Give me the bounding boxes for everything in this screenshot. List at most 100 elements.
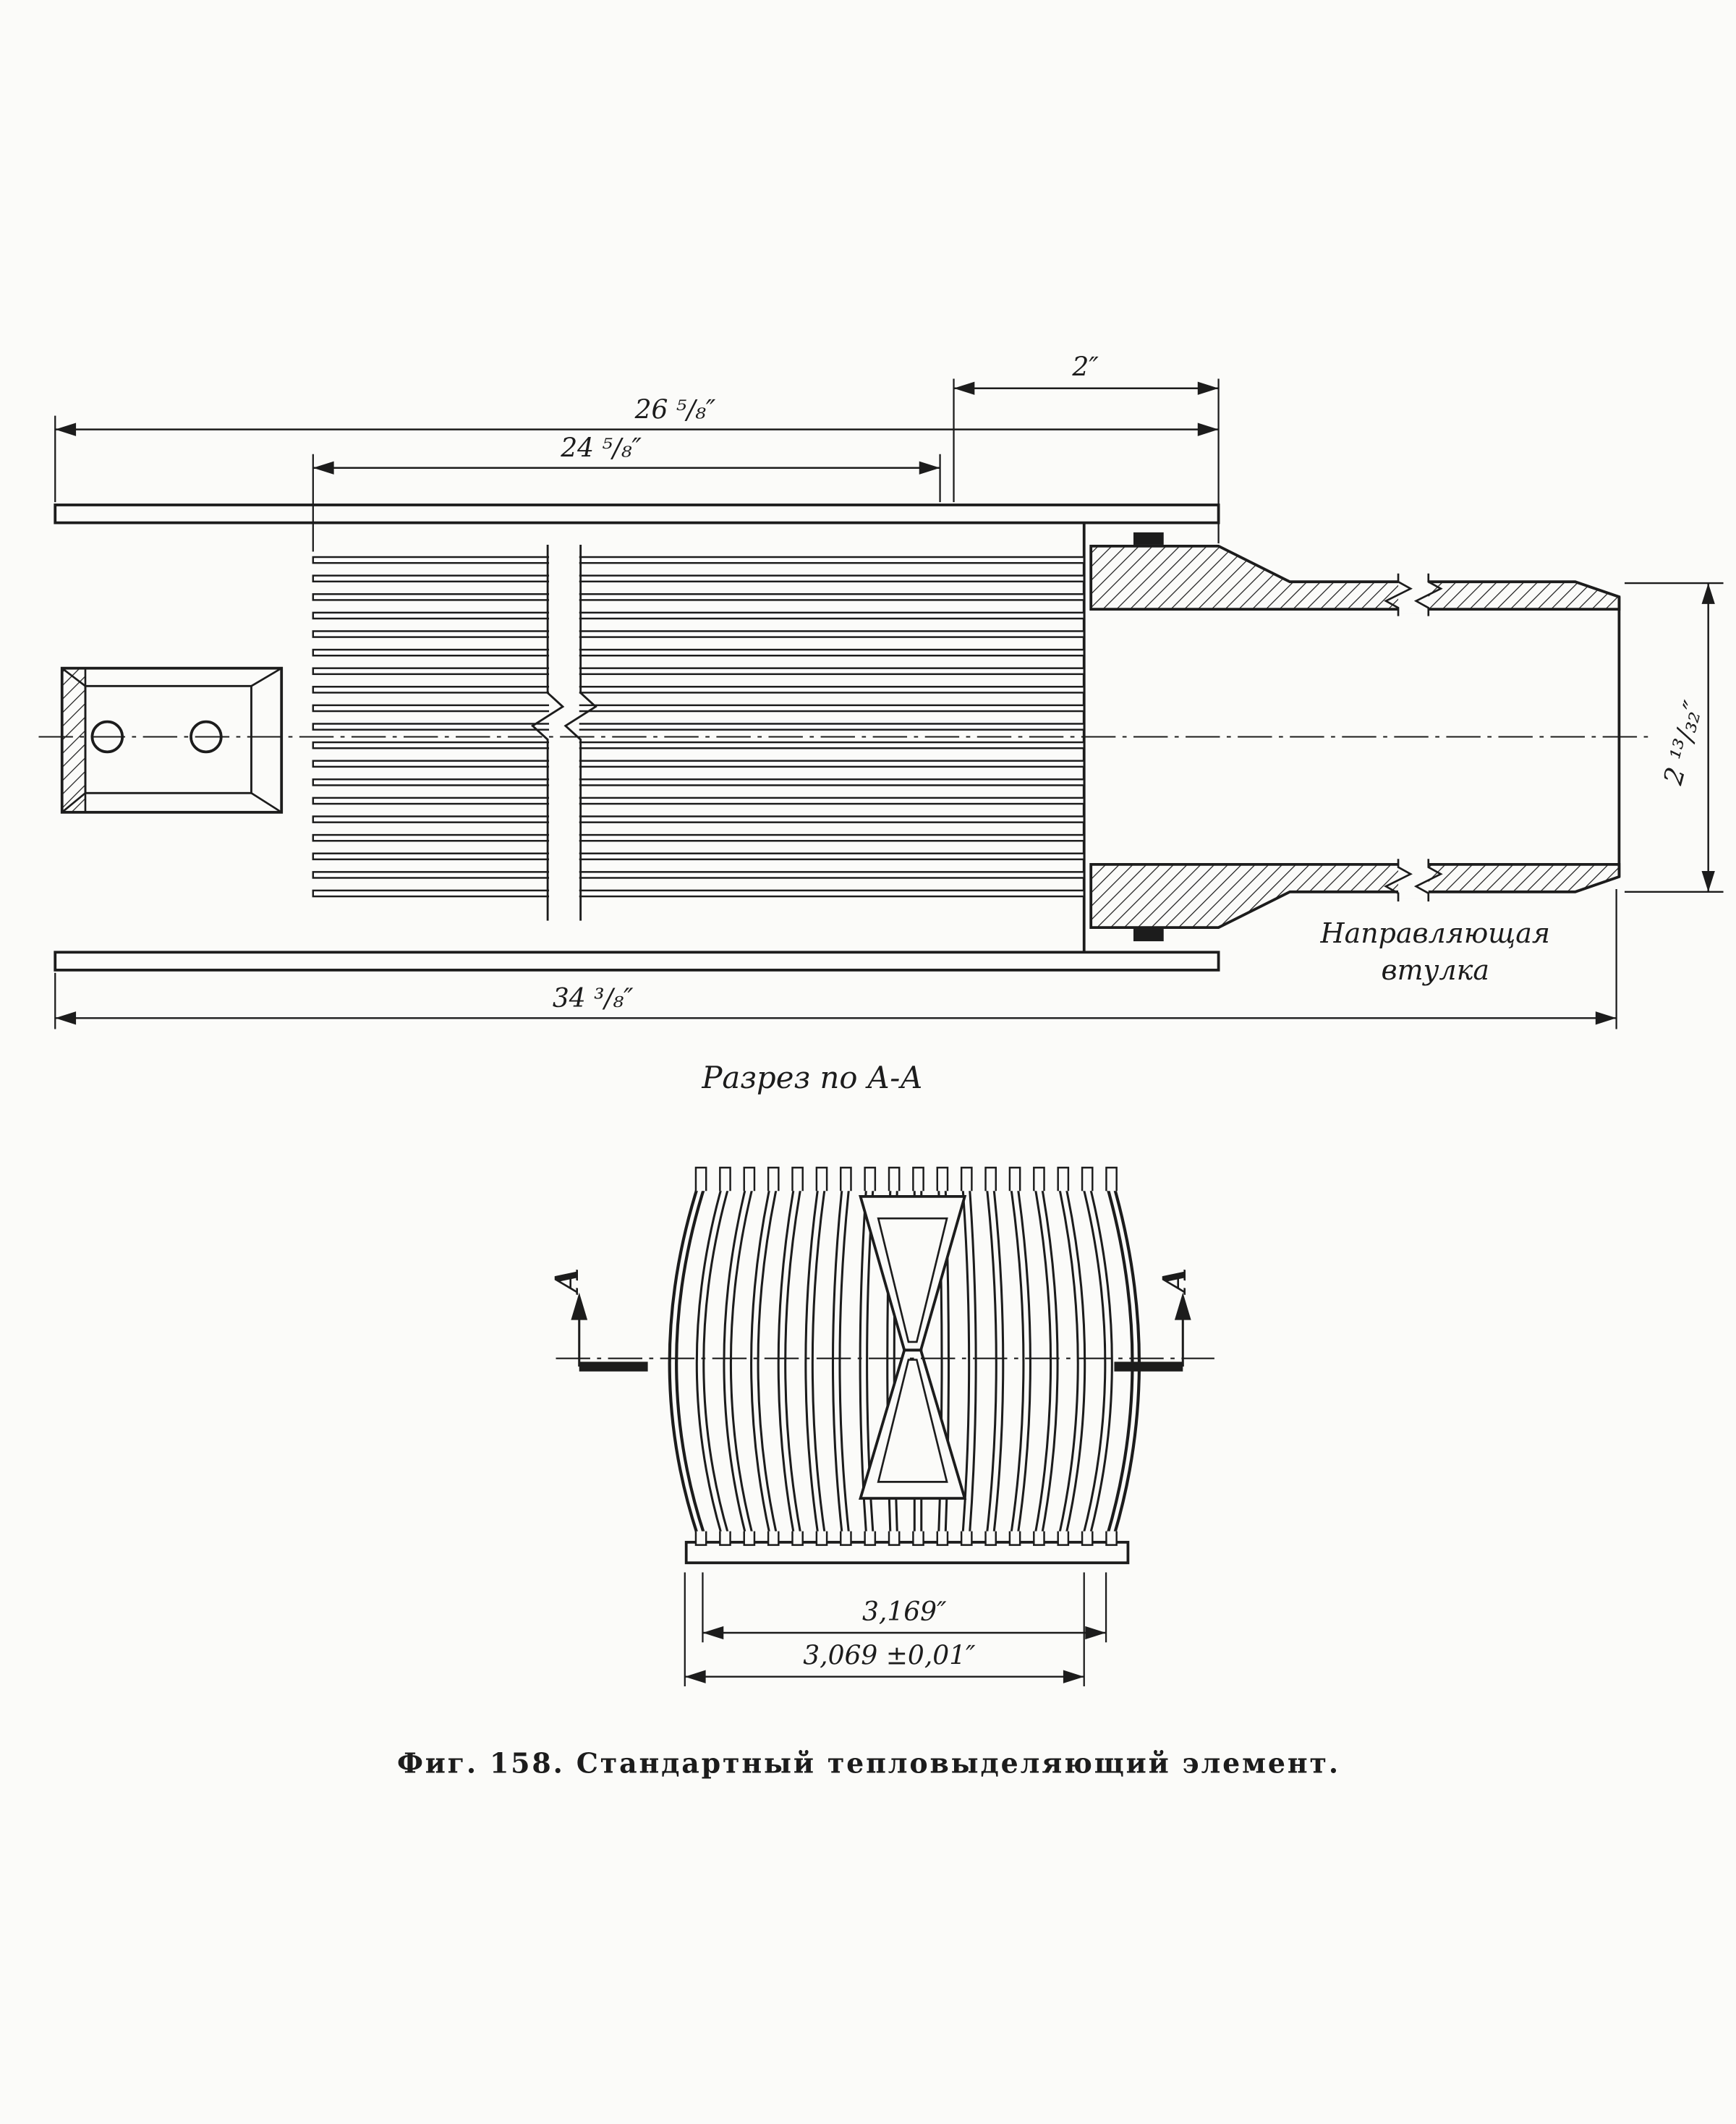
base-plate — [684, 1540, 1130, 1565]
curved-fin — [723, 1188, 747, 1534]
bushing-upper — [1089, 544, 1621, 611]
figure-caption: Фиг. 158. Стандартный тепловыделяющий эл… — [397, 1746, 1340, 1779]
fin-profile — [312, 648, 1085, 657]
fin-tooth-bottom — [694, 1531, 707, 1546]
curved-fin — [668, 1187, 699, 1535]
section-arrow-left — [571, 1292, 648, 1372]
fin-tooth-top — [1081, 1166, 1094, 1191]
dim-end-length-label: 2″ — [1071, 353, 1099, 383]
fin-profile — [312, 852, 1085, 861]
section-arrow-right — [1114, 1292, 1191, 1372]
end-fitting — [60, 666, 284, 814]
curved-fin — [1058, 1188, 1079, 1534]
fin-tooth-bottom — [960, 1531, 973, 1546]
curved-fin — [784, 1188, 802, 1534]
fin-tooth-top — [791, 1166, 804, 1191]
fin-tooth-top — [960, 1166, 973, 1191]
fin-profile — [312, 815, 1085, 823]
curved-fin — [831, 1188, 843, 1534]
fin-profile — [312, 611, 1085, 620]
fin-tooth-top — [936, 1166, 949, 1191]
fin-stack — [312, 556, 1085, 898]
fin-profile — [312, 556, 1085, 564]
fin-profile — [312, 760, 1085, 768]
bevel-line — [250, 792, 282, 813]
fin-tooth-bottom — [840, 1531, 852, 1546]
end-fitting-inner — [84, 684, 252, 794]
break-marks-bushing — [1384, 573, 1443, 902]
section-letter-right: А — [1157, 1267, 1194, 1296]
fin-tooth-bottom — [719, 1531, 731, 1546]
fin-profile — [312, 741, 1085, 749]
fin-profile — [312, 889, 1085, 898]
section-letter-left: А — [549, 1267, 586, 1296]
fin-tooth-top — [840, 1166, 852, 1191]
fin-profile — [312, 778, 1085, 786]
fin-tooth-bottom — [1008, 1531, 1021, 1546]
dimension-lines — [55, 381, 1715, 1025]
fin-profile — [312, 796, 1085, 805]
dimension-extension-lines — [54, 378, 1724, 1029]
dim-diameter-label: 2 ¹³/₃₂″ — [1659, 697, 1709, 789]
fin-tooth-bottom — [1057, 1531, 1070, 1546]
fin-tooth-top — [719, 1166, 731, 1191]
fin-tooth-top — [694, 1166, 707, 1191]
fin-tooth-bottom — [936, 1531, 949, 1546]
fin-profile — [312, 574, 1085, 583]
curved-fin — [1016, 1188, 1031, 1534]
break-marks-fins — [530, 544, 597, 921]
dim-total-length-label: 34 ³/₈″ — [553, 984, 634, 1014]
curved-fin — [985, 1188, 997, 1534]
guide-bushing-label-line1: Направляющая — [1320, 917, 1550, 949]
curved-fin-stack — [668, 1166, 1141, 1546]
curved-fin — [1082, 1188, 1107, 1534]
fin-tooth-bottom — [888, 1531, 901, 1546]
seal-ring — [1133, 532, 1164, 545]
center-support — [859, 1194, 967, 1500]
fin-tooth-top — [912, 1166, 924, 1191]
curved-fin — [969, 1188, 977, 1534]
bushing-lower — [1089, 862, 1621, 930]
fin-tooth-top — [864, 1166, 877, 1191]
curved-fin — [750, 1188, 771, 1534]
curved-fin — [777, 1188, 795, 1534]
curved-fin — [702, 1188, 730, 1534]
fin-tooth-bottom — [791, 1531, 804, 1546]
bevel-line — [250, 667, 282, 687]
curved-fin — [838, 1188, 851, 1534]
curved-fin — [1010, 1188, 1025, 1534]
fin-profile — [312, 704, 1085, 713]
fin-tooth-top — [1057, 1166, 1070, 1191]
bottom-plate — [54, 951, 1220, 972]
curved-fin — [811, 1188, 826, 1534]
curved-fin — [1041, 1188, 1059, 1534]
fin-profile — [312, 667, 1085, 676]
fin-profile — [312, 593, 1085, 601]
fin-profile — [312, 686, 1085, 694]
curved-fin — [961, 1188, 971, 1534]
curved-fin — [1112, 1187, 1141, 1535]
fin-tooth-top — [984, 1166, 997, 1191]
fin-tooth-bottom — [912, 1531, 924, 1546]
curved-fin — [757, 1188, 778, 1534]
curved-fin — [1065, 1188, 1086, 1534]
fin-profile — [312, 723, 1085, 731]
fin-tooth-bottom — [864, 1531, 877, 1546]
curved-fin — [729, 1188, 754, 1534]
bevel-line — [61, 792, 86, 813]
dim-width-inner-label: 3,069 ±0,01″ — [803, 1641, 976, 1671]
fin-tooth-bottom — [1033, 1531, 1045, 1546]
section-title: Разрез по А-А — [701, 1060, 923, 1095]
fin-tooth-top — [888, 1166, 901, 1191]
fin-tooth-bottom — [743, 1531, 756, 1546]
seal-ring — [1133, 929, 1164, 942]
fin-profile — [312, 833, 1085, 842]
bevel-line — [61, 667, 86, 687]
fin-tooth-top — [1008, 1166, 1021, 1191]
end-fitting-hatch — [61, 667, 87, 814]
fin-tooth-bottom — [815, 1531, 828, 1546]
fin-profile — [312, 630, 1085, 638]
fin-tooth-top — [743, 1166, 756, 1191]
fin-tooth-bottom — [1105, 1531, 1118, 1546]
